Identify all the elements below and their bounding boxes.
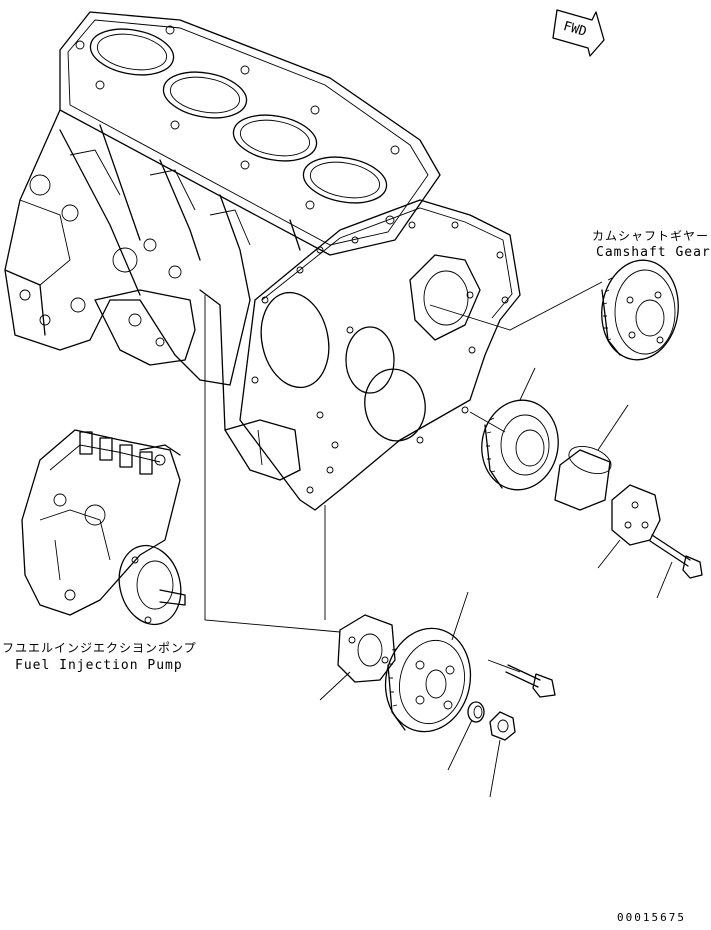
lock-washer (467, 701, 485, 723)
drawing-number: 00015675 (617, 911, 686, 924)
idler-shaft-plate (611, 484, 661, 546)
idler-bushing (554, 445, 612, 511)
front-plate (239, 199, 521, 511)
camshaft-gear-label-jp: カムシャフトギヤー (592, 229, 710, 243)
fwd-label: FWD (562, 19, 589, 40)
camshaft-gear (601, 259, 679, 361)
idler-bolt (649, 534, 703, 579)
pump-gear-bolt (505, 664, 556, 698)
leader-lines (204, 281, 673, 798)
fuel-injection-pump-label-jp: フユエルインジエクシヨンポンプ (2, 641, 197, 655)
camshaft-gear-label-en: Camshaft Gear (596, 245, 711, 260)
nut (489, 711, 516, 741)
engine-block (4, 11, 441, 481)
fuel-injection-pump (21, 429, 186, 626)
fwd-arrow-icon (552, 9, 605, 57)
pump-drive-gear (384, 627, 472, 733)
idler-gear (481, 399, 559, 491)
fuel-injection-pump-label-en: Fuel Injection Pump (15, 658, 183, 673)
